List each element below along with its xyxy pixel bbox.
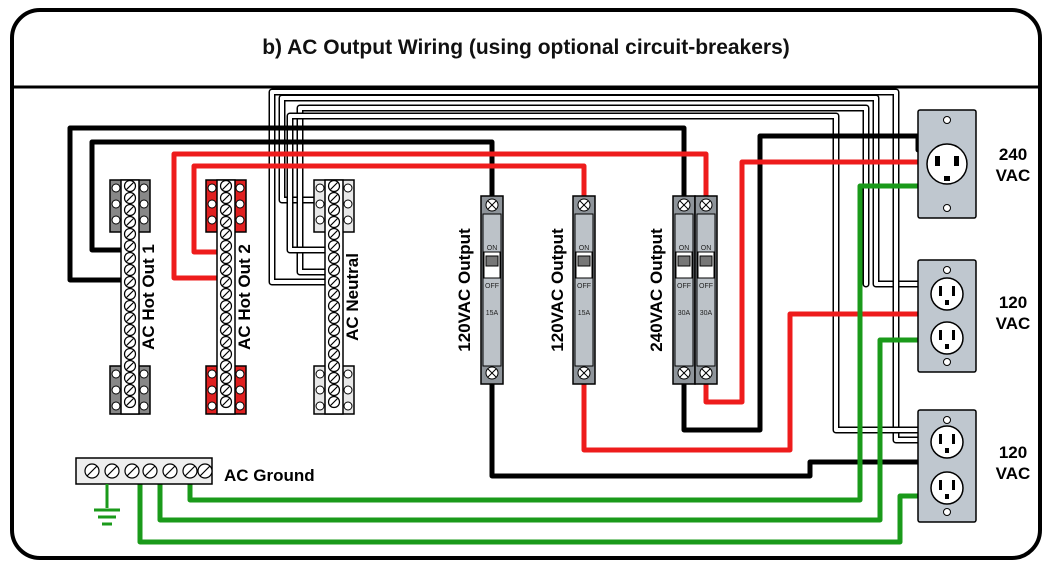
ground-symbol-icon (94, 484, 120, 526)
breaker-pole[interactable]: ON OFF 30A (672, 195, 696, 385)
outlet-240-line2: VAC (996, 166, 1031, 185)
busbar-label: AC Hot Out 2 (235, 244, 254, 350)
neutral-wires (268, 88, 922, 444)
outlets: 240 VAC 120 VAC 120 VAC (917, 109, 1031, 523)
receptacle-icon (930, 471, 964, 505)
breakers: ON OFF 15A ON OFF 15A ON OFF 30A ON OFF 30A 120VAC O… (455, 195, 718, 385)
ground-wires (137, 183, 921, 545)
breaker-on-label: ON (579, 245, 590, 252)
hot2-wires (171, 151, 921, 453)
breaker-rating: 15A (486, 310, 499, 317)
busbar-3: AC Neutral (313, 179, 362, 415)
breaker-on-label: ON (487, 245, 498, 252)
busbar-2: AC Hot Out 2 (205, 179, 254, 415)
diagram-title: b) AC Output Wiring (using optional circ… (262, 36, 790, 59)
breaker-rating: 15A (578, 310, 591, 317)
breaker-label: 240VAC Output (647, 228, 666, 352)
receptacle-icon (930, 425, 964, 459)
breaker-off-label: OFF (577, 283, 591, 290)
receptacle-240-icon (926, 143, 968, 185)
breaker-on-label: ON (679, 245, 690, 252)
outlet-120b-line2: VAC (996, 464, 1031, 483)
breaker-pole[interactable]: ON OFF 15A (572, 195, 596, 385)
breaker-off-label: OFF (677, 283, 691, 290)
receptacle-icon (930, 277, 964, 311)
busbar-1: AC Hot Out 1 (109, 179, 158, 415)
breaker-label: 120VAC Output (548, 228, 567, 352)
ground-bar: AC Ground (75, 457, 315, 526)
busbar-label: AC Hot Out 1 (139, 244, 158, 350)
breaker-off-label: OFF (699, 283, 713, 290)
outlet-240v (917, 109, 977, 219)
outlet-240-line1: 240 (999, 145, 1027, 164)
breaker-on-label: ON (701, 245, 712, 252)
breaker-rating: 30A (678, 310, 691, 317)
outlet-120v-lower (917, 409, 977, 523)
receptacle-icon (930, 321, 964, 355)
wires (67, 88, 922, 545)
outlet-120b-line1: 120 (999, 443, 1027, 462)
outlet-120v-upper (917, 259, 977, 373)
breaker-pole[interactable]: ON OFF 30A (694, 195, 718, 385)
breaker-label: 120VAC Output (455, 228, 474, 352)
ground-label: AC Ground (224, 466, 315, 485)
outlet-120a-line1: 120 (999, 293, 1027, 312)
breaker-off-label: OFF (485, 283, 499, 290)
breaker-rating: 30A (700, 310, 713, 317)
busbar-label: AC Neutral (343, 253, 362, 341)
busbars: AC Hot Out 1 AC Hot Out 2 AC Neutral (109, 179, 362, 415)
outlet-120a-line2: VAC (996, 314, 1031, 333)
breaker-pole[interactable]: ON OFF 15A (480, 195, 504, 385)
